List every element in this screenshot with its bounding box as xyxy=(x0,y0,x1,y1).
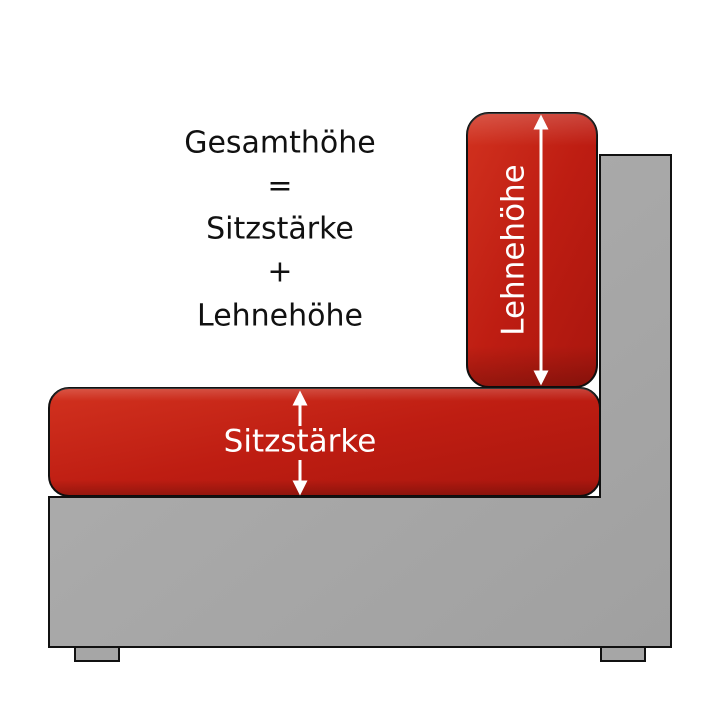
formula-line-equals: = xyxy=(267,169,292,204)
sofa-frame xyxy=(48,154,672,648)
sofa-foot-left xyxy=(74,646,120,662)
back-height-label: Lehnehöhe xyxy=(496,164,532,336)
formula: Gesamthöhe = Sitzstärke + Lehnehöhe xyxy=(184,126,376,334)
seat-cushion xyxy=(48,387,601,497)
formula-line-seat-thickness: Sitzstärke xyxy=(206,212,354,247)
formula-line-total-height: Gesamthöhe xyxy=(184,126,376,161)
sofa-foot-right xyxy=(600,646,646,662)
seat-thickness-label: Sitzstärke xyxy=(224,424,377,460)
back-cushion xyxy=(466,112,598,388)
formula-line-plus: + xyxy=(267,255,292,290)
formula-line-back-height: Lehnehöhe xyxy=(197,299,363,334)
